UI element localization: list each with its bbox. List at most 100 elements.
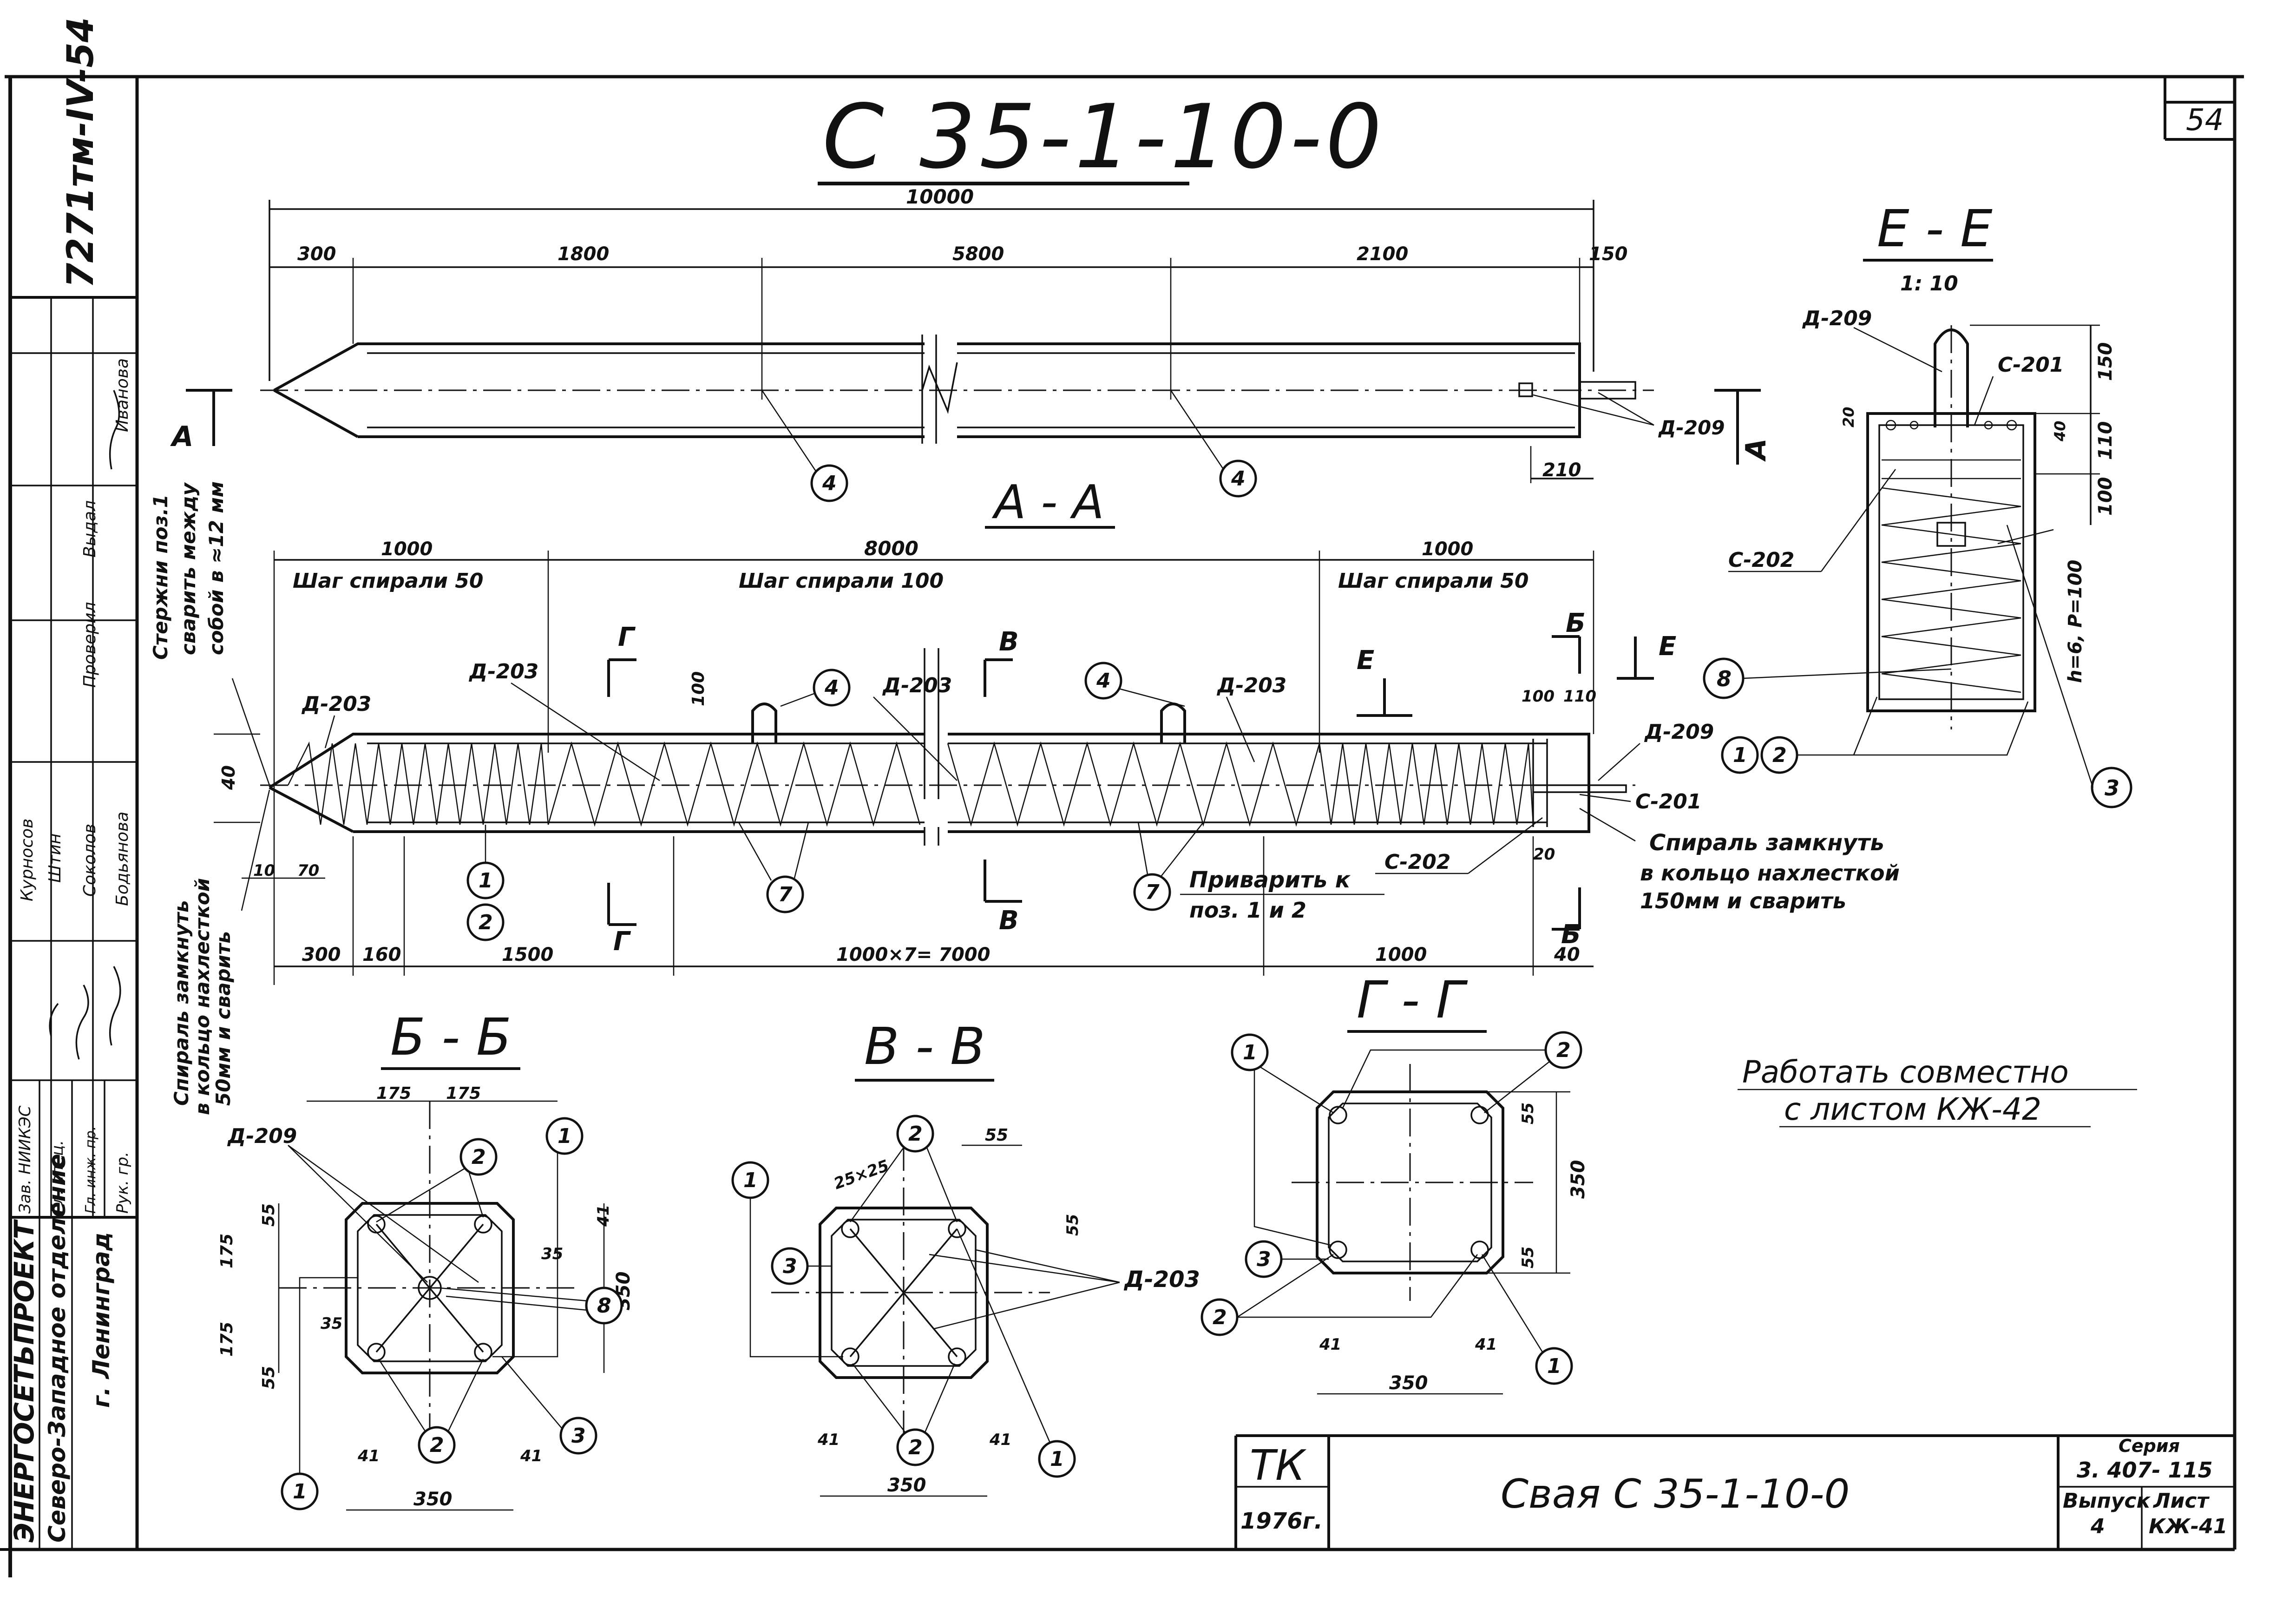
bb-marker-2-bottom: 2: [430, 1433, 444, 1457]
stamp-role-2: Гл. спец.: [48, 1140, 67, 1214]
aa-dim-10: 10: [253, 861, 275, 880]
note-line-1: Работать совместно: [1742, 1054, 2069, 1090]
ee-marker-3: 3: [2105, 775, 2119, 801]
vv-marker-1: 1: [743, 1169, 758, 1192]
ee-dim-20: 20: [1840, 407, 1857, 427]
aa-side-note-rods-3: собой в ≈12 мм: [205, 481, 228, 655]
cut-v-bottom: В: [999, 906, 1019, 936]
archive-number: 7271тм-IV-54: [60, 17, 102, 288]
bb-dim-35b: 35: [321, 1314, 342, 1333]
stamp-name-1: Курносов: [18, 819, 37, 901]
bb-dim-35a: 35: [541, 1245, 563, 1263]
aa-bottom-dim-1: 300: [302, 944, 341, 965]
section-aa: А - А 1000 8000 1000 Шаг спирали 50 Шаг …: [149, 475, 1900, 1115]
aa-side-note-rods-1: Стержни поз.1: [149, 494, 172, 660]
elev-cut-right: А: [1740, 439, 1772, 462]
cut-g-top: Г: [618, 622, 636, 652]
aa-marker-1: 1: [479, 869, 493, 893]
ee-dim-100: 100: [2095, 477, 2116, 516]
pile-elevation: 10000 300 1800 5800 2100 150 Д-209 210 А: [170, 185, 1772, 502]
stamp-division: Северо-Западное отделение: [44, 1154, 71, 1543]
vv-marker-1-bottom: 1: [1050, 1447, 1064, 1471]
ee-dim-110: 110: [2095, 421, 2116, 460]
aa-side-note-left-1: Спираль замкнуть: [170, 900, 193, 1106]
section-vv: В - В 25×25 55 55 41 41 350 Д-203 2 1 3 …: [731, 1017, 1200, 1497]
sheet-number-box: 54: [2164, 77, 2235, 141]
stamp-checked: Проверил: [80, 602, 99, 688]
gg-dim-55-bottom: 55: [1519, 1247, 1537, 1268]
gg-marker-2-top: 2: [1556, 1038, 1571, 1062]
elev-cut-left: А: [170, 420, 193, 453]
gg-marker-2-bottom: 2: [1213, 1306, 1227, 1329]
bb-dim-left-55b: 55: [259, 1366, 278, 1389]
ee-marker-2: 2: [1772, 743, 1787, 767]
aa-top-dim-1: 1000: [381, 538, 433, 560]
aa-top-dim-2: 8000: [864, 537, 918, 560]
spiral-left: [287, 741, 549, 825]
vv-dim-41b: 41: [989, 1431, 1011, 1449]
section-ee-scale: 1: 10: [1900, 272, 1958, 295]
ee-label-c201: С-201: [1998, 353, 2064, 377]
gg-dim-41a: 41: [1319, 1335, 1341, 1354]
spiral-mid: [547, 741, 1320, 827]
aa-dim-70: 70: [297, 861, 319, 880]
stamp-org: ЭНЕРГОСЕТЬПРОЕКТ: [8, 1219, 40, 1543]
aa-side-note-rods-2: сварить между: [177, 482, 200, 655]
aa-marker-2: 2: [479, 911, 493, 934]
ee-spiral: [1881, 487, 2021, 693]
elev-dim-1: 300: [297, 243, 336, 265]
stamp-sheet: КЖ-41: [2149, 1515, 2227, 1538]
section-ee-title: Е - Е: [1877, 199, 1993, 258]
left-stamp: 7271тм-IV-54 ЭНЕРГОСЕТЬПРОЕКТ Северо-Зап…: [8, 17, 137, 1549]
stamp-year: 1976г.: [1240, 1508, 1323, 1534]
sheet-frame: [0, 75, 2244, 1577]
cut-b-top: Б: [1566, 608, 1586, 638]
aa-spiral-note-1: Спираль замкнуть: [1649, 830, 1884, 856]
gg-marker-1-bottom: 1: [1547, 1354, 1561, 1378]
vv-dim-55-top: 55: [985, 1126, 1008, 1145]
spiral-right: [1319, 743, 1534, 825]
bb-marker-2-top: 2: [472, 1145, 486, 1169]
elev-label-d209: Д-209: [1658, 416, 1725, 439]
aa-marker-7b: 7: [1145, 880, 1160, 904]
vv-marker-2-bottom: 2: [908, 1436, 923, 1459]
gg-dim-55-top: 55: [1519, 1103, 1537, 1124]
aa-label-c201: С-201: [1635, 790, 1701, 814]
bb-marker-3: 3: [571, 1424, 586, 1448]
ee-marker-1: 1: [1733, 743, 1747, 767]
elev-dim-210: 210: [1542, 460, 1581, 481]
aa-bottom-dim-3: 1500: [502, 944, 553, 965]
elev-marker-4b: [1219, 460, 1257, 498]
aa-weld-note-2: поз. 1 и 2: [1189, 898, 1306, 923]
drawing-title: С 35-1-10-0: [822, 85, 1385, 188]
aa-label-c202: С-202: [1384, 850, 1450, 874]
sheet-number: 54: [2186, 103, 2224, 138]
ee-marker-8: 8: [1717, 666, 1732, 691]
cut-e-right: Е: [1659, 631, 1676, 662]
section-bb: Б - Б 175 175 350 55 175 175 55 35 35 41…: [217, 1007, 634, 1511]
stamp-role-1: Зав. НИИКЭС: [16, 1105, 34, 1214]
ee-label-c202: С-202: [1728, 548, 1794, 572]
vv-dim-55-right: 55: [1063, 1214, 1082, 1236]
bb-dim-top-2: 175: [446, 1084, 481, 1103]
elev-dim-5: 150: [1589, 243, 1628, 265]
gg-marker-3: 3: [1257, 1247, 1271, 1271]
bb-dim-left-175a: 175: [217, 1234, 236, 1268]
stamp-city: г. Ленинград: [88, 1232, 115, 1408]
vv-dim-25x25: 25×25: [831, 1156, 891, 1194]
aa-bottom-dim-6: 40: [1554, 944, 1580, 965]
stamp-role-4: Рук. гр.: [113, 1152, 132, 1214]
bb-dim-left-175b: 175: [217, 1322, 236, 1357]
vv-label-d203: Д-203: [1123, 1267, 1200, 1293]
note-line-2: с листом КЖ-42: [1784, 1091, 2041, 1127]
cut-v-top: В: [999, 627, 1019, 657]
title-block: ТК 1976г. Свая С 35-1-10-0 Серия 3. 407-…: [1234, 1434, 2235, 1549]
ee-dim-40: 40: [2051, 420, 2069, 442]
stamp-series: 3. 407- 115: [2077, 1457, 2213, 1483]
ee-label-d209: Д-209: [1802, 307, 1872, 330]
aa-pitch-mid: Шаг спирали 100: [739, 569, 944, 593]
stamp-tk: ТК: [1250, 1441, 1307, 1490]
aa-dim-110: 110: [1563, 687, 1596, 706]
gg-dim-350-bottom: 350: [1389, 1372, 1428, 1394]
ee-spiral-note: h=6, P=100: [2065, 560, 2086, 683]
